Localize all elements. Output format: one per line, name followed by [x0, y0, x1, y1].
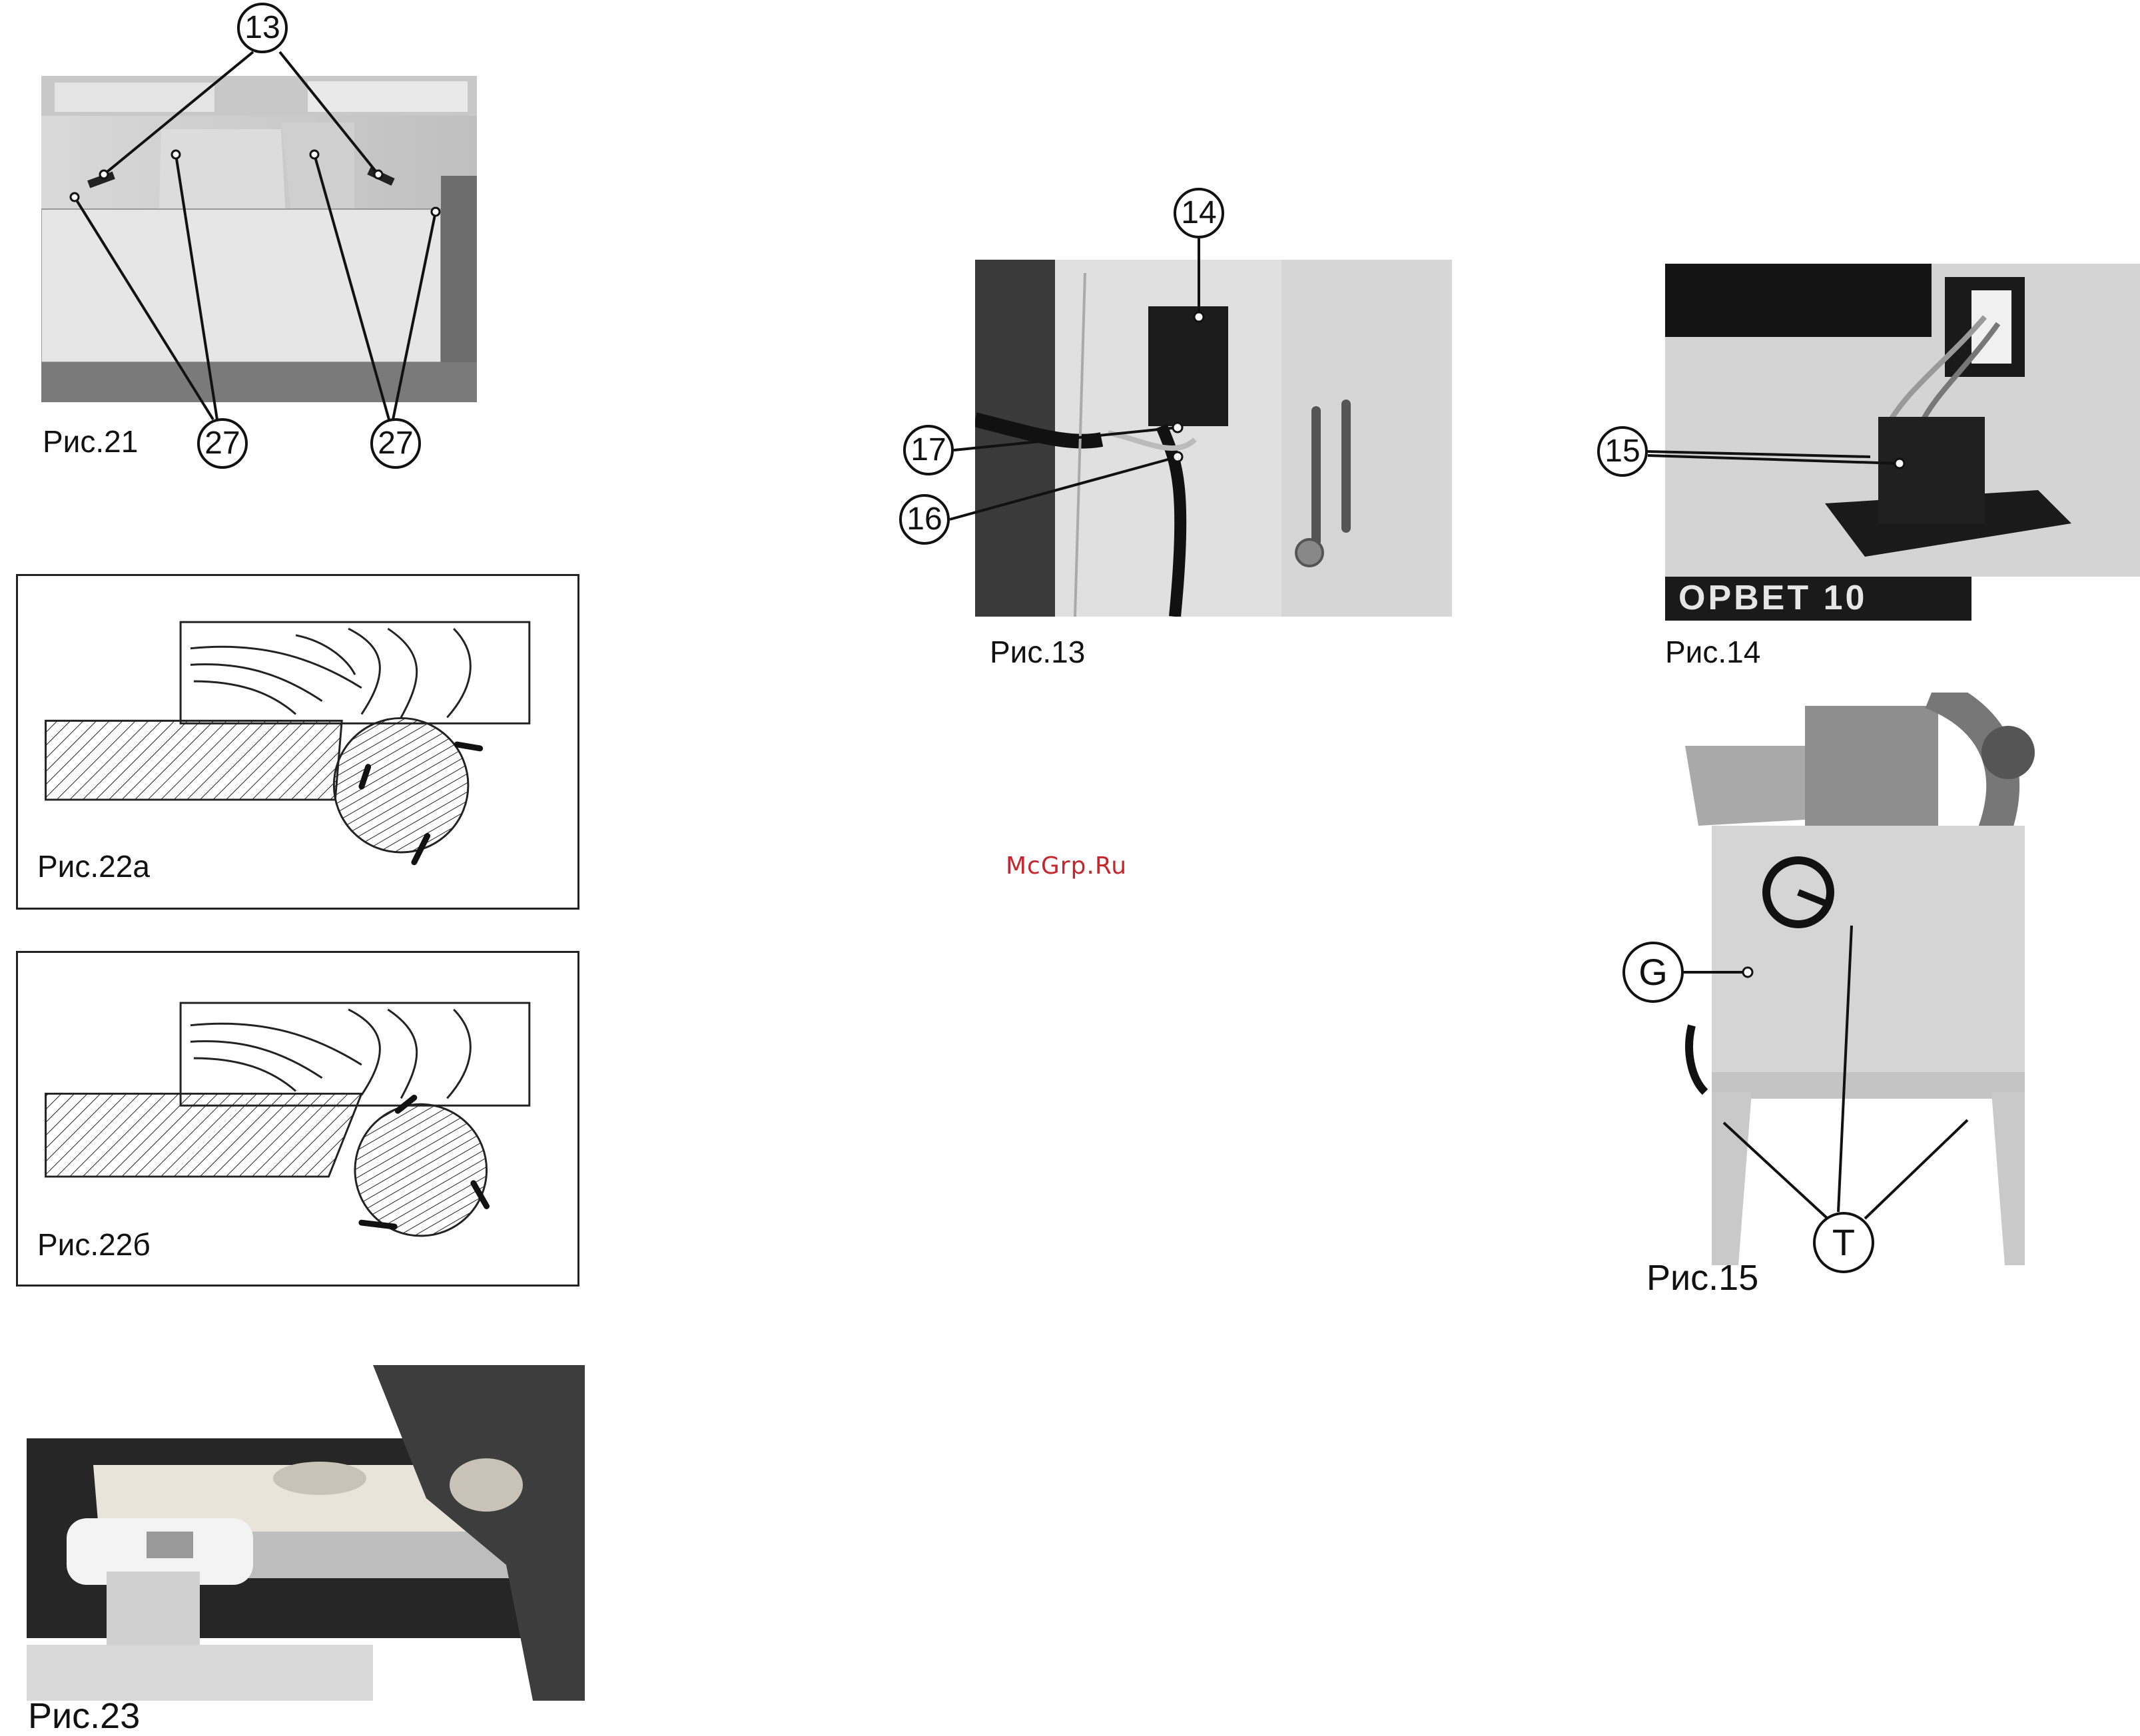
fig15-callout-G: G — [1622, 942, 1684, 1003]
fig14-machine-label: ОРВЕТ 10 — [1678, 578, 1867, 618]
fig21-callout-13: 13 — [237, 3, 288, 53]
fig13-callout-17: 17 — [903, 425, 954, 475]
fig22a-caption: Рис.22а — [37, 851, 150, 882]
fig13-photo — [975, 260, 1452, 617]
fig23-photo — [27, 1365, 585, 1701]
fig21-caption: Рис.21 — [43, 426, 138, 457]
fig14-callout-15: 15 — [1597, 426, 1648, 477]
fig21-photo — [41, 76, 477, 402]
fig22b-caption: Рис.22б — [37, 1229, 151, 1260]
fig13-caption: Рис.13 — [990, 637, 1085, 667]
fig23-caption: Рис.23 — [28, 1698, 140, 1734]
fig21-callout-27-right: 27 — [370, 418, 421, 469]
fig15-caption: Рис.15 — [1646, 1260, 1758, 1296]
fig14-photo — [1665, 264, 2140, 621]
watermark: McGrp.Ru — [1006, 852, 1127, 880]
fig14-caption: Рис.14 — [1665, 637, 1760, 667]
fig13-callout-16: 16 — [899, 494, 950, 545]
fig21-callout-27-left: 27 — [197, 418, 248, 469]
fig13-callout-14: 14 — [1174, 188, 1224, 238]
fig15-callout-T: T — [1813, 1212, 1874, 1273]
fig15-photo — [1685, 693, 2085, 1265]
